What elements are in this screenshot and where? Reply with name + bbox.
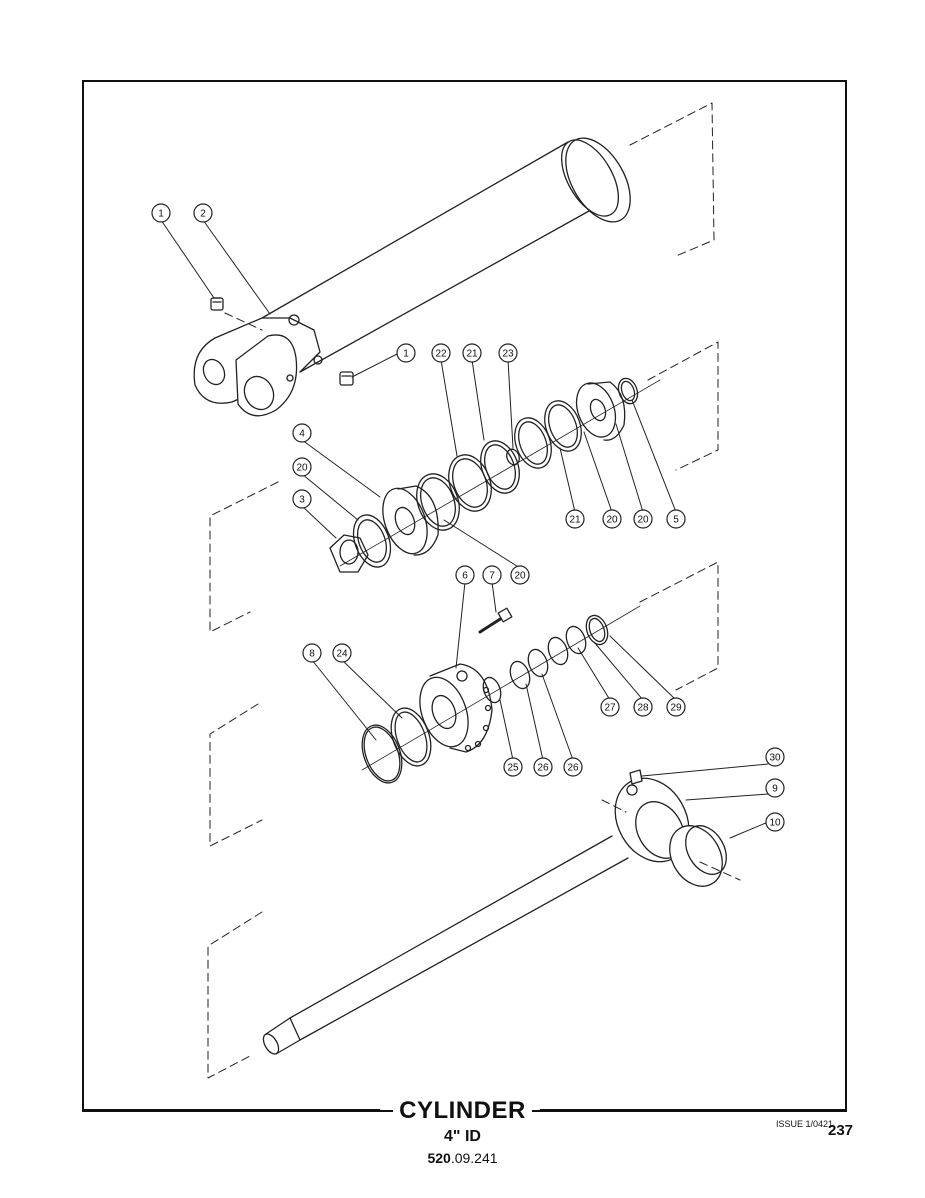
callout-label: 10 bbox=[769, 818, 781, 829]
part-number: 520.09.241 bbox=[0, 1150, 925, 1166]
callout-label: 5 bbox=[673, 515, 679, 526]
grease-fitting-side bbox=[339, 371, 354, 386]
callout-23: 23 bbox=[498, 343, 518, 363]
piston-assembly bbox=[329, 377, 661, 573]
callout-label: 26 bbox=[567, 763, 579, 774]
callout-label: 22 bbox=[435, 349, 447, 360]
callout-label: 4 bbox=[299, 429, 305, 440]
cylinder-barrel bbox=[193, 137, 631, 417]
grease-fitting-top bbox=[210, 297, 224, 311]
callout-21: 21 bbox=[462, 343, 482, 363]
callout-8: 8 bbox=[302, 643, 322, 663]
callout-label: 28 bbox=[637, 703, 649, 714]
callout-label: 20 bbox=[514, 571, 526, 582]
callout-4: 4 bbox=[292, 423, 312, 443]
gland-assembly bbox=[361, 605, 641, 784]
callout-label: 23 bbox=[502, 349, 514, 360]
callout-22: 22 bbox=[431, 343, 451, 363]
page-number: 237 bbox=[828, 1122, 854, 1139]
part-number-prefix: 520 bbox=[427, 1150, 451, 1166]
part-number-suffix: .09.241 bbox=[450, 1150, 498, 1166]
callout-7: 7 bbox=[482, 565, 502, 585]
page-subtitle: 4" ID bbox=[444, 1128, 481, 1145]
callout-6: 6 bbox=[455, 565, 475, 585]
callout-label: 20 bbox=[606, 515, 618, 526]
piston-rod bbox=[262, 769, 727, 1055]
callout-label: 29 bbox=[670, 703, 682, 714]
callout-label: 2 bbox=[200, 209, 206, 220]
callout-30: 30 bbox=[765, 747, 785, 767]
callout-label: 1 bbox=[403, 349, 409, 360]
callout-label: 8 bbox=[309, 649, 315, 660]
callout-20: 20 bbox=[602, 509, 622, 529]
callout-28: 28 bbox=[633, 697, 653, 717]
callout-label: 26 bbox=[537, 763, 549, 774]
title-rule bbox=[84, 1109, 846, 1111]
callout-1: 1 bbox=[396, 343, 416, 363]
callout-label: 25 bbox=[507, 763, 519, 774]
callout-26: 26 bbox=[563, 757, 583, 777]
callout-10: 10 bbox=[765, 812, 785, 832]
callout-label: 7 bbox=[489, 571, 495, 582]
callout-20: 20 bbox=[633, 509, 653, 529]
callout-24: 24 bbox=[332, 643, 352, 663]
callout-label: 30 bbox=[769, 753, 781, 764]
callout-9: 9 bbox=[765, 778, 785, 798]
callout-20: 20 bbox=[292, 457, 312, 477]
callout-label: 20 bbox=[296, 463, 308, 474]
callout-2: 2 bbox=[193, 203, 213, 223]
callout-5: 5 bbox=[666, 509, 686, 529]
callout-1: 1 bbox=[151, 203, 171, 223]
callout-label: 9 bbox=[772, 784, 778, 795]
callout-label: 1 bbox=[158, 209, 164, 220]
callout-26: 26 bbox=[533, 757, 553, 777]
callout-label: 6 bbox=[462, 571, 468, 582]
callout-21: 21 bbox=[565, 509, 585, 529]
callout-20: 20 bbox=[510, 565, 530, 585]
callout-25: 25 bbox=[503, 757, 523, 777]
callout-3: 3 bbox=[292, 489, 312, 509]
callout-label: 3 bbox=[299, 495, 305, 506]
callout-label: 21 bbox=[466, 349, 478, 360]
callout-label: 24 bbox=[336, 649, 348, 660]
callout-29: 29 bbox=[666, 697, 686, 717]
page-title: CYLINDER bbox=[393, 1097, 532, 1124]
callout-27: 27 bbox=[600, 697, 620, 717]
callout-label: 27 bbox=[604, 703, 616, 714]
callout-label: 21 bbox=[569, 515, 581, 526]
title-bar: CYLINDER bbox=[0, 1096, 925, 1126]
callout-label: 20 bbox=[637, 515, 649, 526]
issue-label: ISSUE 1/0421 bbox=[776, 1119, 834, 1129]
